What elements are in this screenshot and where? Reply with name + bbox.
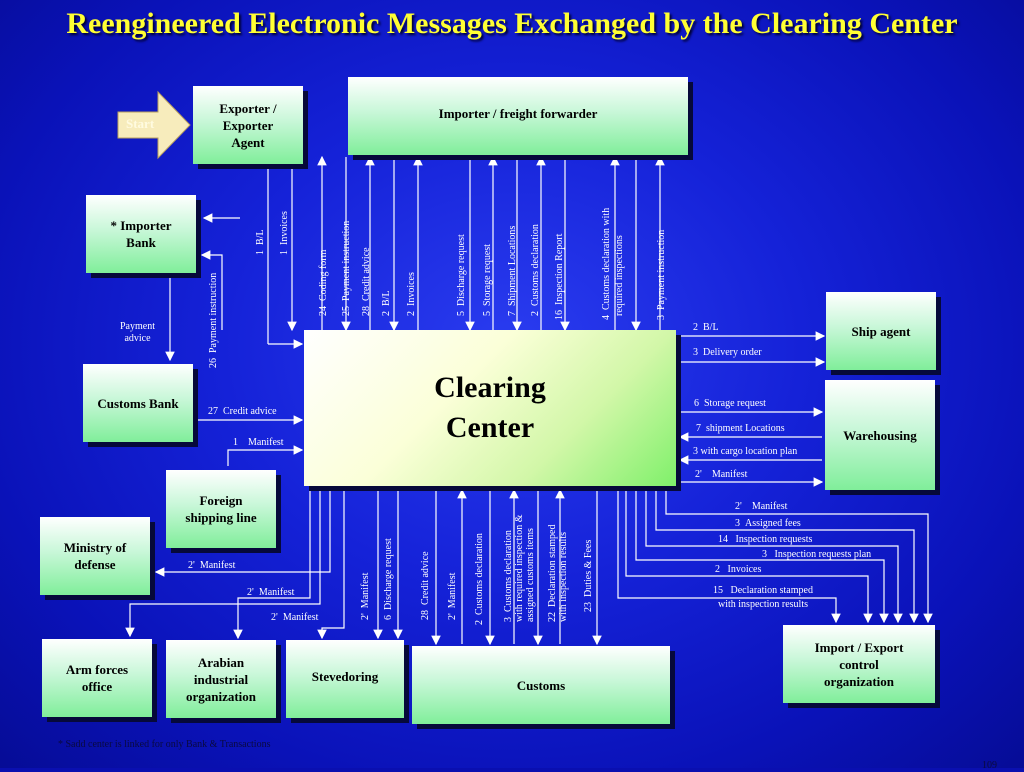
connector-46 — [617, 488, 841, 624]
node-warehousing[interactable]: Warehousing — [825, 380, 935, 490]
connector-22 — [154, 488, 331, 577]
node-stevedoring[interactable]: Stevedoring — [286, 640, 404, 718]
msg-right-manifest-2: 2' Manifest — [735, 501, 788, 512]
msg-right-declaration-stamped: 15 Declaration stamped — [713, 585, 813, 596]
msg-top-9: 5 Storage request — [482, 244, 493, 316]
msg-right-cargo-location: 3 with cargo location plan — [693, 446, 798, 457]
msg-right-inspection-requests: 14 Inspection requests — [718, 534, 813, 545]
msg-top-7: 2 Invoices — [406, 272, 417, 316]
msg-right-invoices: 2 Invoices — [715, 564, 762, 575]
msg-left-payment-advice: Payment advice — [120, 321, 155, 344]
start-label: Start — [126, 116, 155, 131]
connector-21 — [227, 445, 304, 466]
msg-top-13: 4 Customs declaration with — [601, 207, 612, 320]
msg-right-storage-request: 6 Storage request — [694, 398, 766, 409]
connector-25 — [317, 488, 345, 640]
msg-left-manifest-4: 2' Manifest — [271, 612, 319, 623]
start-arrow-icon — [117, 90, 191, 160]
msg-top-3: 24 Coding form — [318, 249, 329, 316]
msg-top-6: 2 B/L — [381, 290, 392, 316]
msg-top-14: required inspections — [614, 235, 625, 316]
node-exporter[interactable]: Exporter / Exporter Agent — [193, 86, 303, 164]
msg-top-12: 16 Inspection Report — [554, 233, 565, 320]
connector-44 — [635, 488, 889, 624]
node-arabian[interactable]: Arabian industrial organization — [166, 640, 276, 718]
msg-bottom-manifest-1: 2' Manifest — [360, 572, 371, 620]
connector-24 — [233, 488, 311, 640]
msg-top-8: 5 Discharge request — [456, 234, 467, 316]
msg-top-4: 25 Payment instruction — [341, 220, 352, 316]
connector-18 — [200, 250, 223, 330]
node-ministry-defense[interactable]: Ministry of defense — [40, 517, 150, 595]
msg-left-manifest-2: 2' Manifest — [188, 560, 236, 571]
msg-bottom-customs-declaration: 2 Customs declaration — [474, 533, 485, 625]
node-ship-agent[interactable]: Ship agent — [826, 292, 936, 370]
node-customs-bank[interactable]: Customs Bank — [83, 364, 193, 442]
connector-43 — [645, 488, 903, 624]
msg-top-11: 2 Customs declaration — [530, 224, 541, 316]
msg-bottom-declaration-required: 3 Customs declaration with required insp… — [503, 514, 536, 622]
footnote: * Sadd center is linked for only Bank & … — [58, 739, 271, 750]
msg-right-shipment-locations: 7 shipment Locations — [696, 423, 785, 434]
msg-top-10: 7 Shipment Locations — [507, 225, 518, 316]
msg-bottom-discharge: 6 Discharge request — [383, 538, 394, 620]
node-importer-bank[interactable]: * Importer Bank — [86, 195, 196, 273]
msg-left-payment-instruction: 26 Payment instruction — [208, 272, 219, 368]
connector-41 — [665, 488, 933, 624]
node-import-export[interactable]: Import / Export control organization — [783, 625, 935, 703]
connector-42 — [655, 488, 919, 624]
msg-left-credit-advice: 27 Credit advice — [208, 406, 277, 417]
msg-right-inspection-results: with inspection results — [718, 599, 808, 610]
node-arm-forces[interactable]: Arm forces office — [42, 639, 152, 717]
connector-23 — [125, 488, 321, 638]
msg-top-5: 28 Credit advice — [361, 247, 372, 316]
node-importer[interactable]: Importer / freight forwarder — [348, 77, 688, 155]
connector-45 — [625, 488, 873, 624]
msg-right-delivery-order: 3 Delivery order — [693, 347, 762, 358]
msg-top-15: 3 Payment instruction — [656, 229, 667, 320]
msg-top-1: 1 B/L — [255, 229, 266, 255]
msg-bottom-duties: 23 Duties & Fees — [583, 539, 594, 612]
node-clearing-center[interactable]: Clearing Center — [304, 330, 676, 486]
node-foreign-shipping[interactable]: Foreign shipping line — [166, 470, 276, 548]
msg-bottom-credit-advice: 28 Credit advice — [420, 551, 431, 620]
msg-right-manifest-1: 2' Manifest — [695, 469, 748, 480]
slide-title: Reengineered Electronic Messages Exchang… — [66, 7, 958, 40]
node-customs[interactable]: Customs — [412, 646, 670, 724]
msg-bottom-declaration-stamped: 22 Declaration stamped with inspection r… — [547, 524, 569, 622]
page-number: 109 — [982, 760, 997, 771]
msg-left-manifest-1: 1 Manifest — [233, 437, 284, 448]
msg-right-assigned-fees: 3 Assigned fees — [735, 518, 801, 529]
msg-left-manifest-3: 2' Manifest — [247, 587, 295, 598]
msg-right-bl: 2 B/L — [693, 322, 719, 333]
msg-right-inspection-plan: 3 Inspection requests plan — [762, 549, 872, 560]
msg-top-2: 1 Invoices — [279, 211, 290, 255]
msg-bottom-manifest-2: 2' Manifest — [447, 572, 458, 620]
